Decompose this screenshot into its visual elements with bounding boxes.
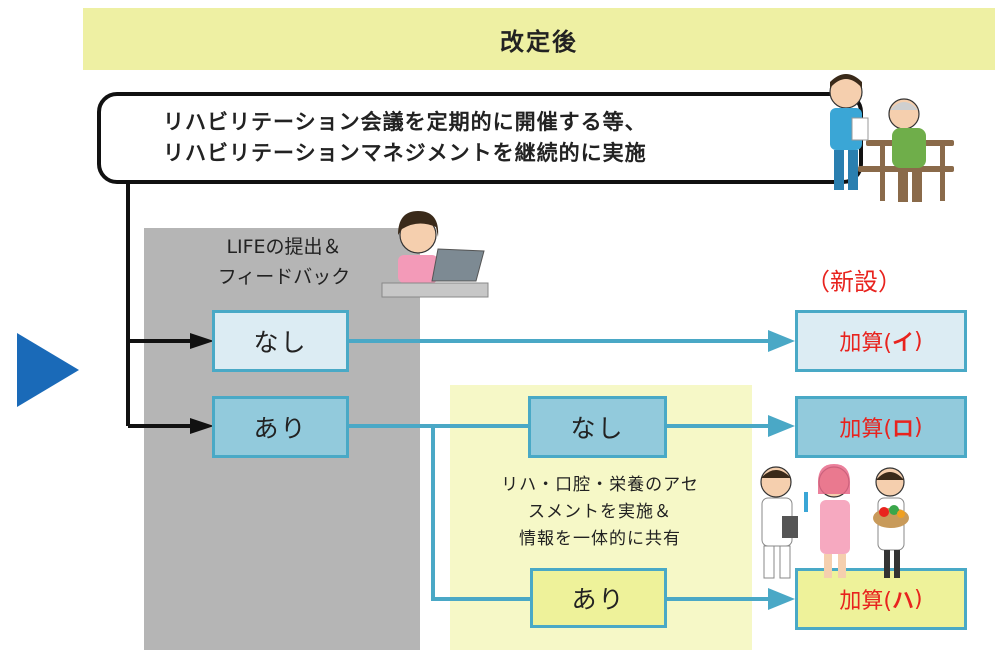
rehab-line-1: リハビリテーション会議を定期的に開催する等、 — [163, 110, 647, 134]
result-c-prefix: 加算( — [839, 589, 892, 614]
result-b-suffix: ) — [914, 414, 923, 440]
play-arrow-icon — [17, 333, 79, 407]
result-a-suffix: ) — [914, 328, 923, 354]
medical-staff-illustration — [760, 464, 909, 579]
result-c-kana: ハ — [891, 589, 914, 614]
life-label-line-2: フィードバック — [217, 266, 351, 288]
result-a-prefix: 加算( — [839, 331, 892, 356]
assessment-line-2: スメントを実施＆ — [528, 502, 672, 522]
rehab-management-box: リハビリテーション会議を定期的に開催する等、 リハビリテーションマネジメントを継… — [97, 92, 863, 184]
new-label: （新設） — [806, 268, 902, 296]
header-title: 改定後 — [500, 27, 578, 56]
result-b-kana: ロ — [891, 417, 914, 442]
rehab-line-2: リハビリテーションマネジメントを継続的に実施 — [163, 141, 647, 165]
assess-none-label: なし — [570, 414, 625, 443]
life-label-line-1: LIFEの提出＆ — [226, 236, 342, 258]
result-c-suffix: ) — [914, 586, 923, 612]
header-banner: 改定後 — [83, 8, 995, 70]
life-none-label: なし — [253, 328, 308, 357]
result-box-c: 加算(ハ) — [795, 568, 967, 630]
assess-none-box: なし — [528, 396, 667, 458]
assessment-line-1: リハ・口腔・栄養のアセ — [501, 475, 699, 495]
assessment-line-3: 情報を一体的に共有 — [519, 529, 681, 549]
laptop-worker-illustration — [381, 211, 489, 298]
result-box-b: 加算(ロ) — [795, 396, 967, 458]
life-none-box: なし — [212, 310, 349, 372]
life-label: LIFEの提出＆ フィードバック — [186, 232, 382, 292]
result-b-prefix: 加算( — [839, 417, 892, 442]
assess-yes-box: あり — [530, 568, 667, 628]
therapist-elder-illustration — [829, 74, 954, 202]
result-a-kana: イ — [891, 331, 914, 356]
life-yes-label: あり — [253, 414, 308, 443]
life-yes-box: あり — [212, 396, 349, 458]
result-box-a: 加算(イ) — [795, 310, 967, 372]
assessment-label: リハ・口腔・栄養のアセ スメントを実施＆ 情報を一体的に共有 — [456, 472, 744, 553]
assess-yes-label: あり — [571, 585, 626, 614]
